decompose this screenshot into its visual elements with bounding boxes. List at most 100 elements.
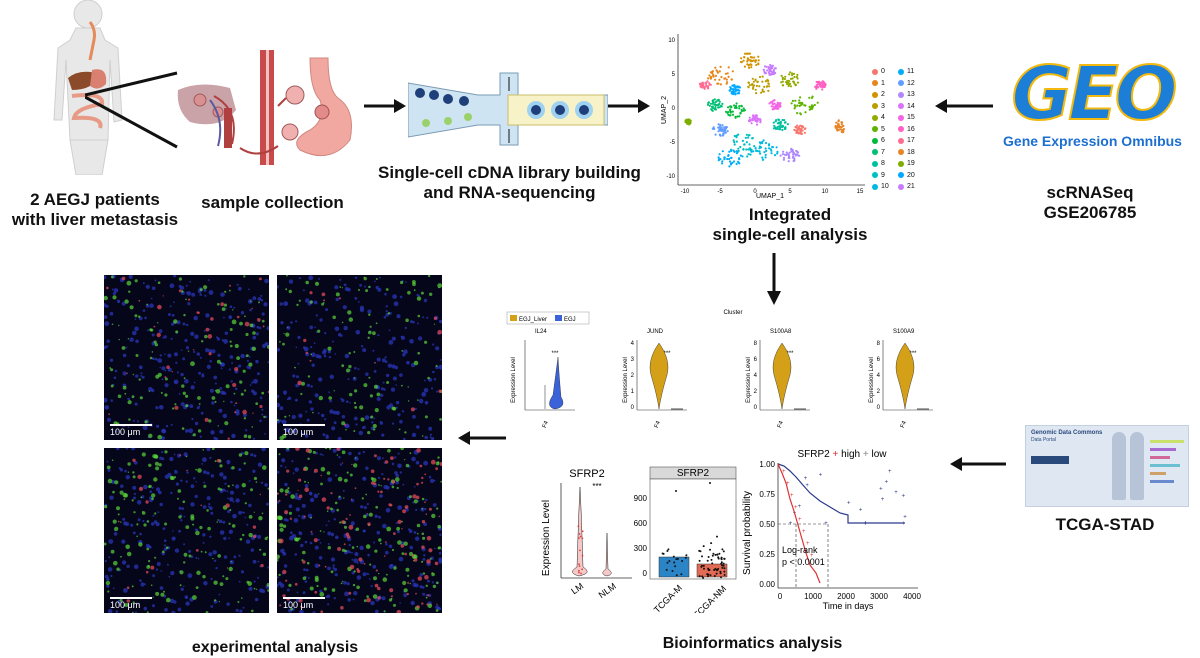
nucleus-dot xyxy=(235,498,240,503)
green-signal xyxy=(309,300,313,304)
umap-point-cluster-4 xyxy=(789,82,792,85)
umap-point-cluster-1 xyxy=(719,65,722,68)
nucleus-dot xyxy=(142,519,145,523)
red-signal xyxy=(252,412,254,414)
nucleus-dot xyxy=(367,309,372,314)
nucleus-dot xyxy=(428,426,433,431)
nucleus-dot xyxy=(248,503,252,508)
umap-point-cluster-13 xyxy=(796,151,800,154)
green-signal xyxy=(117,513,120,516)
umap-point-cluster-18 xyxy=(837,119,840,122)
green-signal xyxy=(405,567,410,572)
green-signal xyxy=(151,497,154,501)
patients-label: 2 AEGJ patients with liver metastasis xyxy=(11,190,179,229)
nucleus-dot xyxy=(106,577,110,581)
nucleus-dot xyxy=(374,514,378,518)
nucleus-dot xyxy=(278,581,282,586)
umap-point-cluster-1 xyxy=(719,83,722,86)
umap-point-cluster-2 xyxy=(749,56,752,59)
sfrp2-box-point xyxy=(718,552,721,555)
umap-point-cluster-9 xyxy=(733,143,736,146)
nucleus-dot xyxy=(266,326,269,331)
umap-point-cluster-14 xyxy=(755,114,758,117)
nucleus-dot xyxy=(183,452,188,457)
umap-point-cluster-11 xyxy=(718,153,721,156)
umap-point-cluster-8 xyxy=(783,127,786,131)
sfrp2-box-point xyxy=(680,573,683,576)
umap-point-cluster-1 xyxy=(727,75,730,78)
umap-point-cluster-10 xyxy=(752,150,755,153)
green-signal xyxy=(160,391,163,394)
nucleus-dot xyxy=(319,542,322,544)
green-signal xyxy=(349,473,353,477)
nucleus-dot xyxy=(109,495,114,500)
nucleus-dot xyxy=(172,530,174,532)
nucleus-dot xyxy=(175,361,178,364)
nucleus-dot xyxy=(432,343,435,346)
nucleus-dot xyxy=(288,605,291,609)
umap-xtick: -10 xyxy=(681,189,690,195)
umap-point-cluster-4 xyxy=(784,75,787,78)
nucleus-dot xyxy=(410,320,413,324)
nucleus-dot xyxy=(224,331,228,335)
green-signal xyxy=(355,527,360,531)
nucleus-dot xyxy=(222,520,226,524)
umap-legend-label: 16 xyxy=(907,125,915,133)
red-signal xyxy=(356,568,359,571)
green-signal xyxy=(368,313,371,316)
green-signal xyxy=(120,521,122,523)
legend-swatch-egj xyxy=(555,315,562,321)
umap-point-cluster-8 xyxy=(777,118,781,122)
nucleus-dot xyxy=(413,531,417,534)
nucleus-dot xyxy=(261,408,264,411)
nucleus-dot xyxy=(279,406,284,411)
nucleus-dot xyxy=(395,384,397,386)
red-signal xyxy=(342,462,344,464)
green-signal xyxy=(282,524,287,528)
nucleus-dot xyxy=(110,399,113,402)
green-signal xyxy=(136,535,138,538)
green-signal xyxy=(195,530,200,536)
umap-point-cluster-13 xyxy=(787,155,791,158)
sfrp2-box-point xyxy=(700,564,703,567)
red-signal xyxy=(300,605,303,608)
umap-legend-dot xyxy=(872,68,878,75)
sfrp2-violin-point xyxy=(580,572,582,575)
nucleus-dot xyxy=(438,319,442,324)
nucleus-dot xyxy=(218,408,223,413)
nucleus-dot xyxy=(440,548,442,551)
green-signal xyxy=(378,538,382,542)
red-signal xyxy=(388,503,392,507)
umap-point-cluster-9 xyxy=(743,143,746,146)
nucleus-dot xyxy=(264,433,266,435)
green-signal xyxy=(144,420,148,424)
nucleus-dot xyxy=(426,316,429,319)
survival-censor-low: + xyxy=(863,521,867,527)
umap-point-cluster-4 xyxy=(793,82,796,85)
nucleus-dot xyxy=(353,591,358,596)
red-signal xyxy=(416,448,421,453)
green-signal xyxy=(335,292,340,297)
green-signal xyxy=(321,302,324,306)
violin-shape-egj-liver xyxy=(772,342,792,410)
green-signal xyxy=(122,385,127,390)
red-signal xyxy=(298,598,303,603)
nucleus-dot xyxy=(325,308,329,312)
violin-ytick: 3 xyxy=(631,357,635,363)
nucleus-dot xyxy=(226,602,230,606)
green-signal xyxy=(113,560,118,566)
green-signal xyxy=(195,468,198,471)
red-signal xyxy=(297,380,302,386)
umap-point-cluster-16 xyxy=(822,80,825,83)
nucleus-dot xyxy=(391,462,395,466)
nucleus-dot xyxy=(284,466,287,469)
umap-point-cluster-21 xyxy=(765,65,768,68)
nucleus-dot xyxy=(170,571,175,576)
nucleus-dot xyxy=(180,372,184,377)
umap-point-cluster-19 xyxy=(685,119,688,122)
green-signal xyxy=(386,526,392,532)
red-signal xyxy=(401,528,403,530)
nucleus-dot xyxy=(305,568,309,572)
nucleus-dot xyxy=(141,375,145,379)
